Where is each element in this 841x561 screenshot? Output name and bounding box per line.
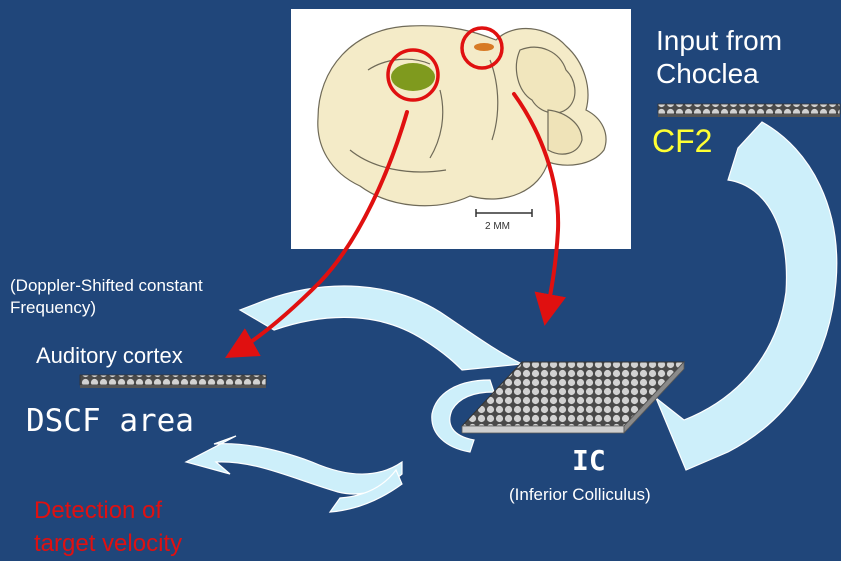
ic-to-cortex-arrow — [240, 286, 522, 370]
ic-plate — [462, 362, 684, 433]
auditory-cortex-label: Auditory cortex — [36, 343, 183, 369]
auditory-cortex-plate — [80, 375, 266, 388]
cf2-plate — [658, 104, 840, 117]
brain-image-panel — [291, 9, 631, 249]
inferior-colliculus-label: (Inferior Colliculus) — [509, 484, 651, 506]
cochlea-to-ic-arrow — [656, 122, 837, 470]
input-from-cochlea-label: Input from Choclea — [656, 24, 782, 90]
ic-to-output-arrow — [186, 436, 402, 494]
doppler-label: (Doppler-Shifted constant Frequency) — [10, 275, 203, 319]
cf2-label: CF2 — [652, 123, 712, 159]
scale-bar-label: 2 MM — [485, 221, 510, 233]
detection-label: Detection of target velocity — [34, 494, 182, 560]
dscf-area-label: DSCF area — [26, 402, 194, 440]
inferior-colliculus-region — [474, 43, 494, 51]
auditory-cortex-region — [391, 63, 435, 91]
ic-label: IC — [572, 445, 606, 477]
